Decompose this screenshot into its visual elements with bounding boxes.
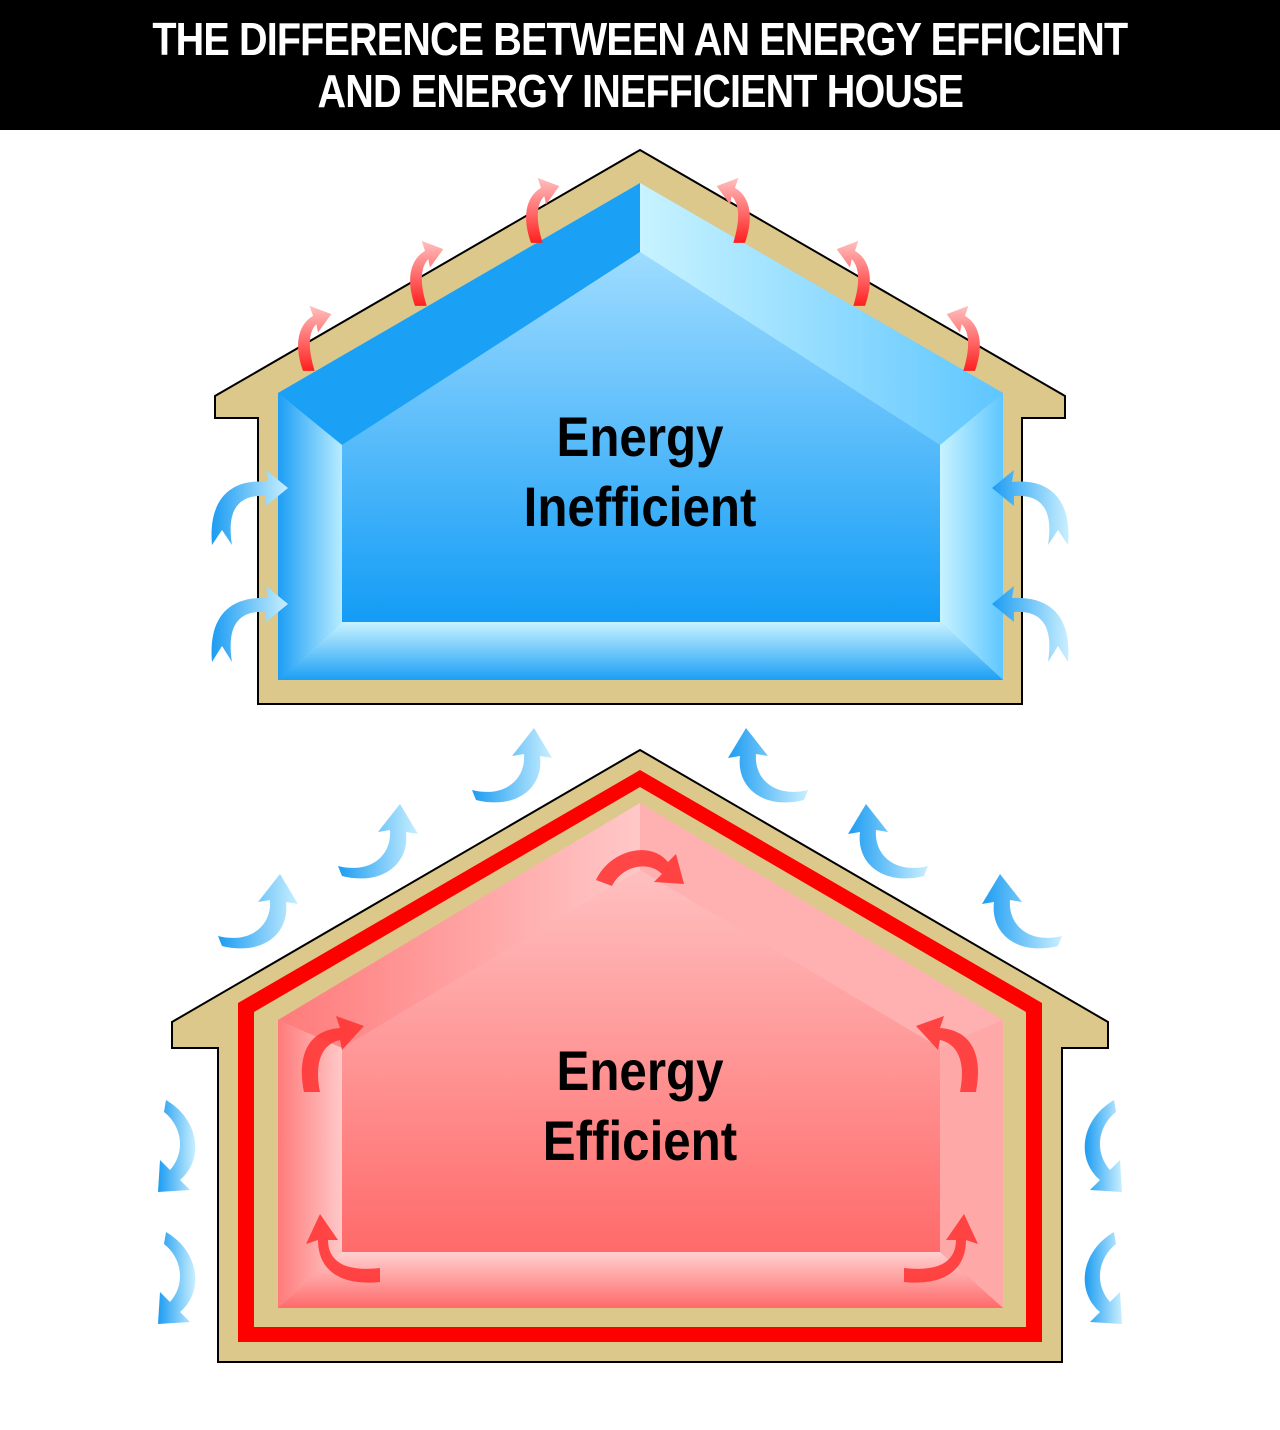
cold-arrow-icon [992,470,1069,545]
label-line-2: Inefficient [523,475,757,538]
house-inefficient [211,148,1069,705]
heat-arrow-icon [916,1016,979,1092]
floor-bevel [278,622,1003,680]
back-wall [342,252,940,622]
cold-arrow-icon [211,586,288,662]
heat-circulation-arrows [301,850,979,1283]
label-line-1: Energy [556,405,724,468]
cold-arrow-icon [1084,1100,1122,1192]
cold-arrow-icon [472,728,552,803]
label-inefficient: Energy Inefficient [464,402,816,542]
roof-bevel-right [640,183,1003,445]
heat-arrow-icon [596,850,684,886]
cold-arrow-icon [992,586,1069,662]
back-wall [342,870,940,1252]
cold-arrow-icon [848,804,928,879]
cold-arrow-icon [1084,1232,1122,1324]
roof-bevel-left [278,183,640,445]
cold-arrow-icon [982,874,1062,949]
diagram [158,148,1122,1363]
cold-deflect-arrows [158,728,1122,1324]
house-efficient [158,728,1122,1363]
wall-bevel-left [278,393,342,680]
cold-arrow-icon [211,470,288,545]
cold-arrow-icon [218,874,298,949]
title-line-1: THE DIFFERENCE BETWEEN AN ENERGY EFFICIE… [152,13,1129,65]
heat-arrow-icon [301,1016,364,1092]
roof-bevel-left [278,803,640,1048]
cold-arrow-icon [338,804,418,879]
cold-enter-arrows [211,470,1069,662]
cold-arrow-icon [728,728,808,803]
label-efficient: Energy Efficient [464,1036,816,1176]
label-line-1: Energy [556,1039,724,1102]
title-bar: THE DIFFERENCE BETWEEN AN ENERGY EFFICIE… [0,0,1280,130]
roof-bevel-right [640,803,1003,1048]
heat-arrow-icon [904,1214,978,1283]
floor-bevel [278,1252,1003,1308]
label-line-2: Efficient [542,1109,738,1172]
cold-arrow-icon [158,1100,196,1192]
cold-arrow-icon [158,1232,196,1324]
wall-bevel-right [940,393,1003,680]
heat-arrow-icon [306,1214,380,1283]
title-line-2: AND ENERGY INEFFICIENT HOUSE [317,65,963,117]
